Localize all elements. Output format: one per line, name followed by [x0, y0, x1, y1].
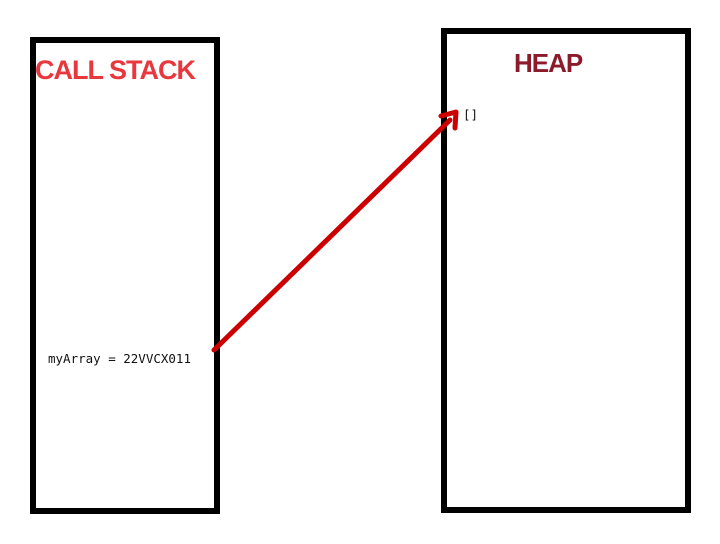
heap-title: HEAP: [514, 48, 583, 78]
stack-variable-entry: myArray = 22VVCX011: [48, 351, 191, 366]
reference-arrow-line: [211, 117, 453, 353]
heap-array-entry: []: [463, 107, 479, 122]
heap-box: [441, 28, 691, 513]
reference-arrow-head: [438, 109, 459, 131]
call-stack-title: CALL STACK: [35, 55, 196, 85]
call-stack-box: [30, 37, 220, 514]
